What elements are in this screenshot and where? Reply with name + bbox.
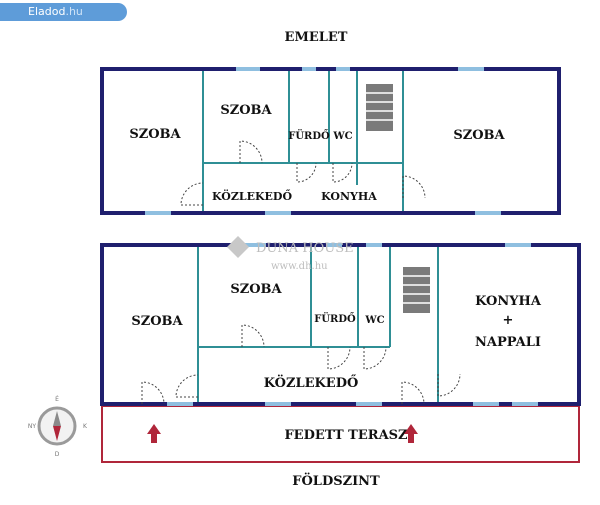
ground-wc-label: WC: [364, 315, 384, 326]
ground-floor-title: FÖLDSZINT: [292, 472, 380, 489]
upper-floor-title: EMELET: [285, 30, 348, 45]
watermark: DUNA HOUSE www.dh.hu: [227, 236, 354, 272]
compass-north: É: [55, 395, 59, 403]
badge-domain: .hu: [65, 5, 83, 18]
upper-right-room-label: SZOBA: [453, 128, 505, 143]
entrance-arrow-icon: [147, 424, 161, 443]
compass-west: NY: [28, 423, 36, 430]
compass-icon: É D NY K: [28, 395, 88, 458]
upper-windows: [145, 67, 501, 215]
ground-stairs: [403, 267, 430, 313]
entrance-arrows: [147, 424, 418, 443]
upper-wc-label: WC: [332, 131, 352, 142]
ground-bath-label: FÜRDŐ: [314, 312, 356, 325]
upper-bath-label: FÜRDŐ: [288, 129, 330, 142]
upper-doors: [180, 140, 426, 206]
upper-kitchen-label: KONYHA: [321, 190, 377, 203]
watermark-url: www.dh.hu: [271, 261, 328, 272]
entrance-arrow-icon: [404, 424, 418, 443]
watermark-brand: DUNA HOUSE: [256, 241, 354, 256]
ground-doors: [141, 324, 461, 405]
watermark-logo-icon: [227, 236, 249, 258]
ground-kitchen-label-2: +: [503, 313, 514, 328]
upper-outer-wall: [100, 67, 561, 215]
compass-east: K: [83, 423, 88, 430]
compass-south: D: [55, 451, 60, 458]
badge-brand: Eladod: [28, 5, 66, 18]
ground-floor-plan: SZOBA SZOBA FÜRDŐ WC KONYHA + NAPPALI KÖ…: [100, 243, 581, 463]
terrace-label: FEDETT TERASZ: [284, 428, 408, 443]
ground-windows: [167, 243, 538, 406]
upper-stairs: [366, 84, 393, 131]
upper-left-room-label: SZOBA: [129, 127, 181, 142]
ground-kitchen-label-3: NAPPALI: [475, 335, 541, 350]
upper-floor-plan: SZOBA SZOBA FÜRDŐ WC SZOBA KÖZLEKEDŐ KON…: [100, 67, 561, 215]
ground-kitchen-label-1: KONYHA: [475, 294, 542, 309]
upper-hall-label: KÖZLEKEDŐ: [212, 189, 292, 203]
ground-mid-room-label: SZOBA: [230, 282, 282, 297]
upper-mid-room-label: SZOBA: [220, 103, 272, 118]
site-badge[interactable]: Eladod.hu: [0, 3, 127, 21]
ground-hall-label: KÖZLEKEDŐ: [264, 374, 359, 391]
ground-inner-walls: [197, 245, 439, 404]
ground-left-room-label: SZOBA: [131, 314, 183, 329]
